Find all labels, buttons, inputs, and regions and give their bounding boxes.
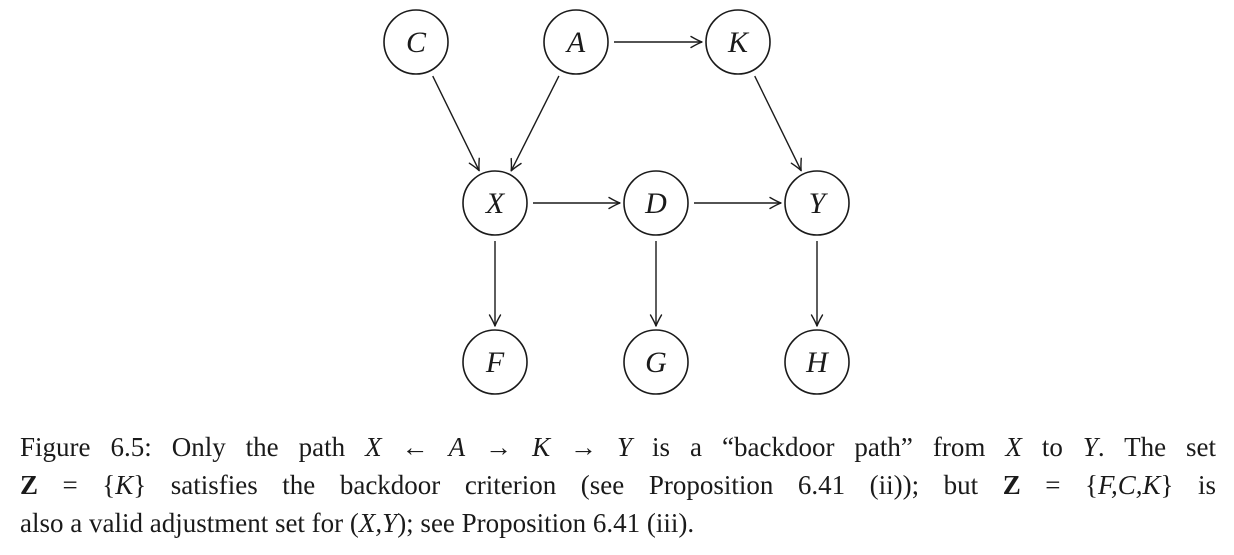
node-circle — [543, 9, 609, 75]
arrow-head-icon — [488, 314, 502, 327]
node-circle — [623, 170, 689, 236]
node-K: K — [705, 9, 771, 75]
causal-graph: C A K X D Y F G H — [383, 9, 850, 395]
caption-var-x: X — [1005, 432, 1022, 462]
edge-D-Y — [694, 196, 782, 210]
edge-Y-H — [810, 241, 824, 327]
edge-A-X — [510, 75, 560, 172]
caption-text: is a “backdoor path” from — [632, 432, 1006, 462]
caption-var-y: Y — [1082, 432, 1098, 462]
node-F: F — [462, 329, 528, 395]
arrow-head-icon — [690, 35, 703, 49]
caption-text: ); see Proposition 6.41 (iii). — [397, 508, 695, 538]
node-circle — [623, 329, 689, 395]
node-C: C — [383, 9, 449, 75]
caption-arrow: → — [465, 432, 533, 462]
node-A: A — [543, 9, 609, 75]
caption-text: Figure 6.5: Only the path — [20, 432, 366, 462]
node-H: H — [784, 329, 850, 395]
caption-var-k: K — [115, 470, 134, 500]
caption-var-pair: X,Y — [358, 508, 398, 538]
caption-var-k: K — [532, 432, 551, 462]
edge-C-X — [432, 75, 480, 172]
node-circle — [462, 329, 528, 395]
edge-line — [432, 75, 480, 171]
caption-arrow: ← — [381, 432, 449, 462]
node-circle — [383, 9, 449, 75]
edge-K-Y — [754, 75, 802, 172]
node-label: A — [565, 26, 586, 59]
node-label: K — [727, 26, 750, 59]
caption-var-set: F,C,K — [1097, 470, 1161, 500]
arrow-head-icon — [649, 314, 663, 327]
arrow-head-icon — [468, 157, 480, 172]
edge-line — [754, 75, 802, 171]
arrow-head-icon — [510, 157, 522, 172]
edge-X-D — [533, 196, 621, 210]
caption-text: also a valid adjustment set for ( — [20, 508, 359, 538]
caption-text: } satisfies the backdoor criterion (see … — [133, 470, 1003, 500]
caption-var-x: X — [365, 432, 382, 462]
caption-var-y: Y — [617, 432, 633, 462]
edge-D-G — [649, 241, 663, 327]
edges-layer — [432, 35, 824, 327]
node-G: G — [623, 329, 689, 395]
nodes-layer: C A K X D Y F G H — [383, 9, 850, 395]
figure-caption: Figure 6.5: Only the path X ← A → K → Y … — [20, 428, 1216, 542]
node-label: F — [485, 346, 505, 379]
node-circle — [784, 329, 850, 395]
node-label: H — [805, 346, 830, 379]
caption-line-3: also a valid adjustment set for (X,Y); s… — [20, 504, 1216, 542]
caption-line-1: Figure 6.5: Only the path X ← A → K → Y … — [20, 428, 1216, 466]
edge-X-F — [488, 241, 502, 327]
node-D: D — [623, 170, 689, 236]
caption-text: } is — [1160, 470, 1217, 500]
node-X: X — [462, 170, 528, 236]
node-Y: Y — [784, 170, 850, 236]
node-label: C — [406, 26, 427, 59]
node-circle — [705, 9, 771, 75]
node-label: Y — [809, 187, 829, 220]
edge-A-K — [614, 35, 703, 49]
node-circle — [462, 170, 528, 236]
edge-line — [510, 75, 560, 172]
node-circle — [784, 170, 850, 236]
caption-text: to — [1021, 432, 1083, 462]
arrow-head-icon — [608, 196, 621, 210]
caption-arrow: → — [550, 432, 618, 462]
caption-line-2: Z = {K} satisfies the backdoor criterion… — [20, 466, 1216, 504]
arrow-head-icon — [810, 314, 824, 327]
node-label: X — [485, 187, 506, 220]
arrow-head-icon — [790, 157, 802, 172]
node-label: D — [644, 187, 667, 220]
caption-text: . The set — [1097, 432, 1217, 462]
caption-text: = { — [38, 470, 116, 500]
caption-text: = { — [1020, 470, 1098, 500]
caption-var-a: A — [448, 432, 466, 462]
caption-var-z: Z — [1002, 470, 1021, 500]
arrow-head-icon — [769, 196, 782, 210]
node-label: G — [645, 346, 667, 379]
caption-var-z: Z — [20, 470, 39, 500]
